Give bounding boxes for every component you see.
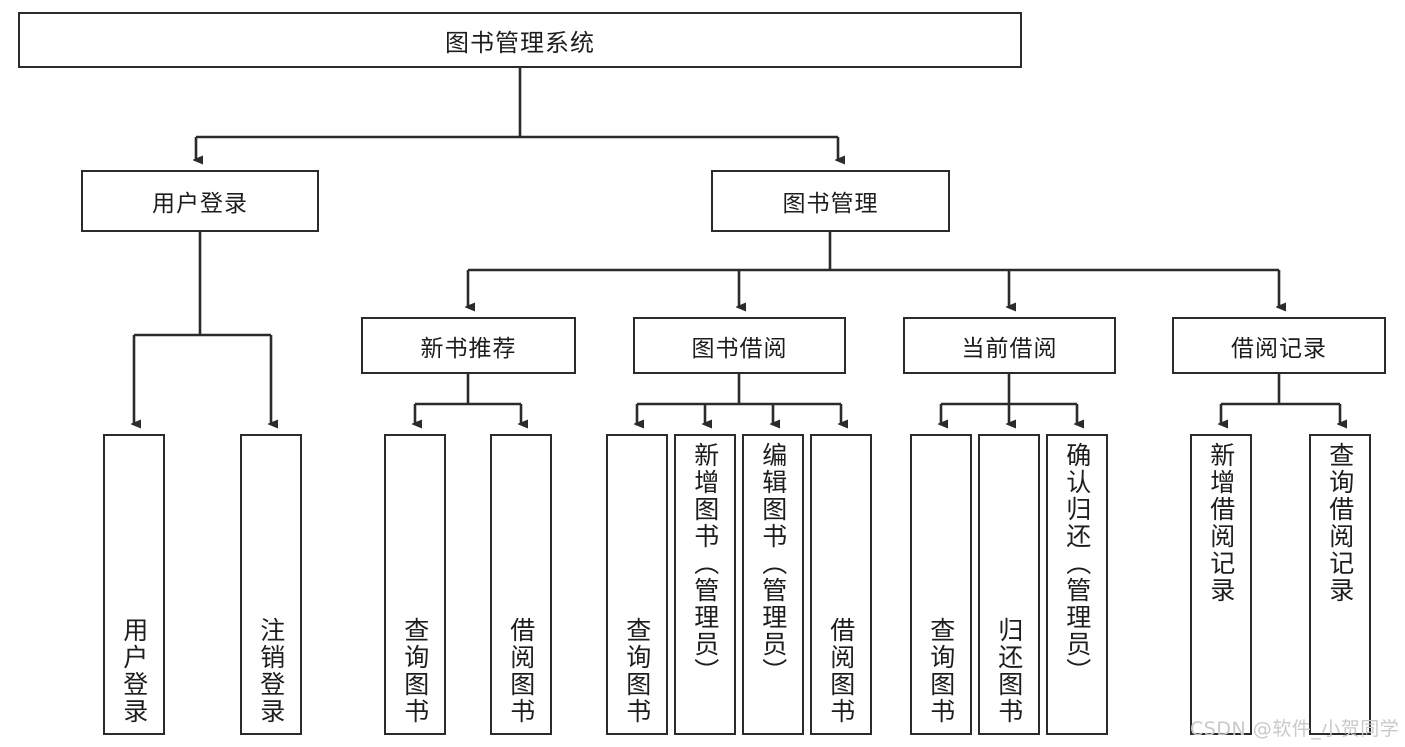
node-label: 查询借阅记录	[1325, 442, 1355, 604]
node-label: 注销登录	[256, 617, 286, 725]
node-root-system[interactable]: 图书管理系统	[18, 12, 1022, 68]
leaf-query-book-current[interactable]: 查询图书	[910, 434, 972, 735]
leaf-borrow-book[interactable]: 借阅图书	[810, 434, 872, 735]
node-label: 新增借阅记录	[1206, 442, 1236, 604]
leaf-query-book-borrow[interactable]: 查询图书	[606, 434, 668, 735]
leaf-query-book-recommend[interactable]: 查询图书	[384, 434, 446, 735]
node-current-borrow[interactable]: 当前借阅	[903, 317, 1116, 374]
leaf-borrow-book-recommend[interactable]: 借阅图书	[490, 434, 552, 735]
node-label: 新书推荐	[420, 335, 517, 362]
node-label: 用户登录	[152, 191, 248, 217]
leaf-query-borrow-record[interactable]: 查询借阅记录	[1309, 434, 1371, 735]
node-label: 借阅图书	[506, 617, 536, 725]
node-label: 当前借阅	[961, 335, 1058, 362]
node-user-login[interactable]: 用户登录	[81, 170, 319, 232]
node-label: 新增图书（管理员）	[690, 442, 720, 685]
node-label: 用户登录	[119, 617, 149, 725]
node-book-management[interactable]: 图书管理	[711, 170, 950, 232]
node-label: 查询图书	[400, 617, 430, 725]
leaf-edit-book-admin[interactable]: 编辑图书（管理员）	[742, 434, 804, 735]
node-label: 编辑图书（管理员）	[758, 442, 788, 685]
node-label: 确认归还（管理员）	[1062, 442, 1092, 685]
node-new-book-recommend[interactable]: 新书推荐	[361, 317, 576, 374]
node-label: 借阅记录	[1231, 335, 1327, 362]
node-book-borrow[interactable]: 图书借阅	[633, 317, 846, 374]
leaf-add-book-admin[interactable]: 新增图书（管理员）	[674, 434, 736, 735]
node-label: 归还图书	[994, 617, 1024, 725]
node-label: 查询图书	[926, 617, 956, 725]
leaf-return-book[interactable]: 归还图书	[978, 434, 1040, 735]
node-label: 查询图书	[622, 617, 652, 725]
node-label: 借阅图书	[826, 617, 856, 725]
leaf-add-borrow-record[interactable]: 新增借阅记录	[1190, 434, 1252, 735]
node-label: 图书借阅	[691, 335, 788, 362]
node-borrow-record[interactable]: 借阅记录	[1172, 317, 1386, 374]
leaf-logout[interactable]: 注销登录	[240, 434, 302, 735]
leaf-user-login[interactable]: 用户登录	[103, 434, 165, 735]
node-label: 图书管理系统	[445, 28, 595, 57]
leaf-confirm-return-admin[interactable]: 确认归还（管理员）	[1046, 434, 1108, 735]
node-label: 图书管理	[782, 191, 879, 217]
